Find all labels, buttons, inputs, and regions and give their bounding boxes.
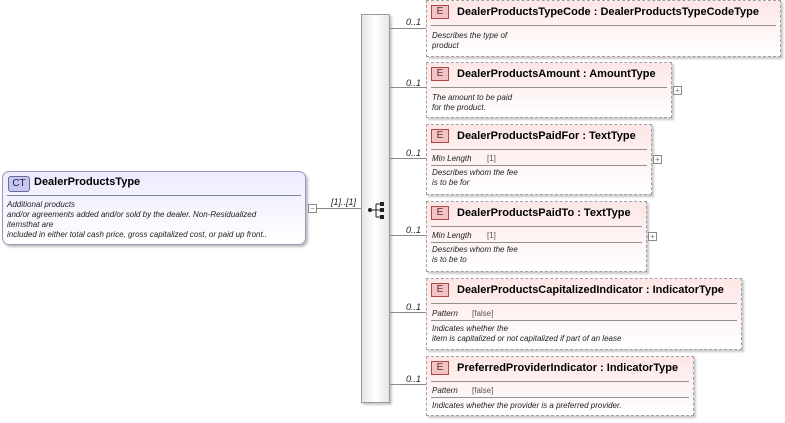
connector-line: [390, 158, 426, 159]
sequence-compositor[interactable]: [361, 14, 390, 403]
complex-type-name: DealerProductsType: [34, 176, 141, 188]
connector-line: [390, 384, 426, 385]
element-title: DealerProductsPaidFor : TextType: [457, 130, 636, 142]
divider: [431, 149, 647, 150]
expand-toggle[interactable]: +: [653, 155, 662, 164]
element-badge: E: [431, 67, 449, 81]
connector-line: [390, 28, 426, 29]
connector-line: [390, 235, 426, 236]
doc-line: Indicates whether the: [432, 324, 509, 333]
doc-line: Describes whom the fee: [432, 168, 518, 177]
element-cardinality: 0..1: [406, 225, 422, 235]
divider: [431, 303, 737, 304]
facet-label: Pattern: [432, 386, 458, 395]
facet-value: [false]: [472, 309, 494, 318]
doc-line: Describes whom the fee: [432, 245, 518, 254]
element-cardinality: 0..1: [406, 148, 422, 158]
element-badge: E: [431, 129, 449, 143]
divider: [431, 165, 647, 166]
doc-line: for the product.: [432, 103, 486, 112]
connector-line: [390, 87, 426, 88]
complex-type-box[interactable]: CT DealerProductsType Additional product…: [2, 171, 306, 245]
divider: [431, 87, 667, 88]
doc-line: item is capitalized or not capitalized i…: [432, 334, 622, 343]
sequence-cardinality: [1]..[1]: [331, 197, 357, 207]
facet-value: [1]: [487, 231, 496, 240]
complex-type-badge: CT: [8, 176, 30, 192]
element-documentation: Indicates whether the provider is a pref…: [432, 401, 622, 411]
element-documentation: The amount to be paid for the product.: [432, 93, 512, 113]
element-title: DealerProductsPaidTo : TextType: [457, 207, 631, 219]
divider: [431, 381, 689, 382]
element-title: DealerProductsAmount : AmountType: [457, 68, 656, 80]
element-documentation: Describes whom the fee is to be for: [432, 168, 518, 188]
element-title: DealerProductsTypeCode : DealerProductsT…: [457, 6, 759, 18]
element-badge: E: [431, 5, 449, 19]
doc-line: and/or agreements added and/or sold by t…: [7, 210, 257, 219]
facet-label: Pattern: [432, 309, 458, 318]
doc-line: The amount to be paid: [432, 93, 513, 102]
element-cardinality: 0..1: [406, 78, 422, 88]
divider: [431, 226, 642, 227]
element-box-dealer-products-type-code[interactable]: E DealerProductsTypeCode : DealerProduct…: [426, 0, 781, 57]
element-badge: E: [431, 361, 449, 375]
divider: [431, 320, 737, 321]
doc-line: is to be for: [432, 178, 470, 187]
connector-line: [317, 208, 361, 209]
expand-toggle[interactable]: +: [673, 86, 682, 95]
element-box-dealer-products-paid-for[interactable]: E DealerProductsPaidFor : TextType Min L…: [426, 124, 652, 195]
element-box-preferred-provider-indicator[interactable]: E PreferredProviderIndicator : Indicator…: [426, 356, 694, 416]
facet-value: [false]: [472, 386, 494, 395]
divider: [7, 195, 301, 196]
facet-label: Min Length: [432, 231, 472, 240]
doc-line: product: [432, 41, 459, 50]
element-cardinality: 0..1: [406, 17, 422, 27]
divider: [431, 397, 689, 398]
element-title: PreferredProviderIndicator : IndicatorTy…: [457, 362, 679, 374]
element-cardinality: 0..1: [406, 374, 422, 384]
connector-line: [390, 312, 426, 313]
expand-toggle[interactable]: +: [648, 232, 657, 241]
doc-line: itemsthat are: [7, 220, 54, 229]
element-cardinality: 0..1: [406, 302, 422, 312]
element-badge: E: [431, 206, 449, 220]
collapse-toggle[interactable]: −: [308, 204, 317, 213]
divider: [431, 25, 776, 26]
doc-line: Indicates whether the provider is a pref…: [432, 401, 622, 410]
element-box-dealer-products-paid-to[interactable]: E DealerProductsPaidTo : TextType Min Le…: [426, 201, 647, 272]
element-documentation: Describes whom the fee is to be to: [432, 245, 518, 265]
sequence-icon: [368, 202, 384, 219]
facet-label: Min Length: [432, 154, 472, 163]
facet-value: [1]: [487, 154, 496, 163]
doc-line: included in either total cash price, gro…: [7, 230, 268, 239]
element-box-dealer-products-capitalized-indicator[interactable]: E DealerProductsCapitalizedIndicator : I…: [426, 278, 742, 350]
element-badge: E: [431, 283, 449, 297]
element-documentation: Describes the type of product: [432, 31, 507, 51]
divider: [431, 242, 642, 243]
complex-type-documentation: Additional products and/or agreements ad…: [7, 200, 267, 240]
element-title: DealerProductsCapitalizedIndicator : Ind…: [457, 284, 724, 296]
element-documentation: Indicates whether the item is capitalize…: [432, 324, 621, 344]
doc-line: is to be to: [432, 255, 467, 264]
element-box-dealer-products-amount[interactable]: E DealerProductsAmount : AmountType The …: [426, 62, 672, 118]
doc-line: Additional products: [7, 200, 76, 209]
doc-line: Describes the type of: [432, 31, 508, 40]
